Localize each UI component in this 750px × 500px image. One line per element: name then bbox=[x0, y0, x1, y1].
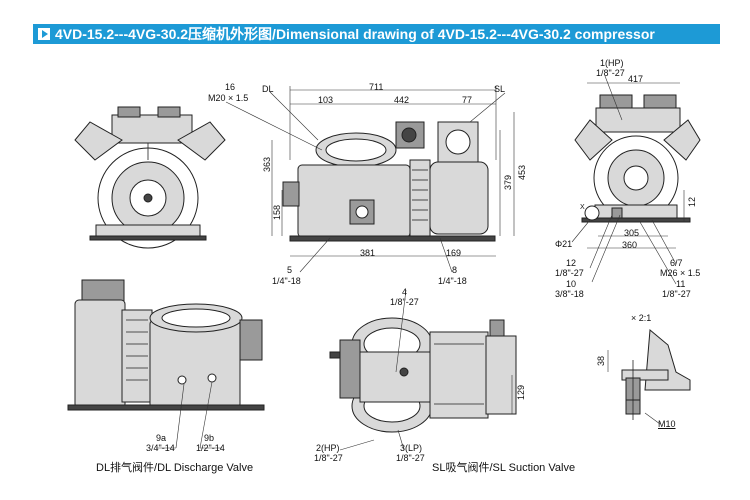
dim-305: 305 bbox=[624, 228, 640, 238]
label-4-thread: 1/8"-27 bbox=[390, 297, 419, 307]
label-m26: M26 × 1.5 bbox=[660, 268, 701, 278]
label-4: 4 bbox=[402, 287, 408, 297]
dim-381: 381 bbox=[360, 248, 376, 258]
label-m10: M10 bbox=[658, 419, 676, 429]
dim-103: 103 bbox=[318, 95, 334, 105]
dim-379: 379 bbox=[503, 174, 513, 190]
dim-453: 453 bbox=[517, 164, 527, 180]
label-dl: DL bbox=[262, 84, 274, 94]
label-phi21: Φ21 bbox=[555, 239, 573, 249]
label-9a: 9a bbox=[156, 433, 167, 443]
label-5: 5 bbox=[287, 265, 293, 275]
suction-valve-drawing bbox=[329, 289, 517, 451]
title-banner: 4VD-15.2---4VG-30.2压缩机外形图/Dimensional dr… bbox=[33, 24, 720, 44]
label-11: 11 bbox=[676, 279, 686, 289]
label-12: 12 bbox=[566, 258, 577, 268]
discharge-valve-caption: DL排气阀件/DL Discharge Valve bbox=[96, 462, 254, 474]
label-3lp: 3(LP) bbox=[400, 443, 423, 453]
label-1hp: 1(HP) bbox=[600, 58, 624, 68]
discharge-valve-drawing bbox=[67, 279, 265, 449]
label-16: 16 bbox=[225, 82, 236, 92]
label-x: X bbox=[580, 204, 585, 211]
dim-363: 363 bbox=[262, 156, 272, 172]
end-view-drawing bbox=[571, 75, 701, 285]
dim-169: 169 bbox=[446, 248, 462, 258]
label-8: 8 bbox=[452, 265, 458, 275]
label-sl: SL bbox=[494, 84, 506, 94]
label-11-thread: 1/8"-27 bbox=[662, 289, 691, 299]
label-9b-thread: 1/2"-14 bbox=[196, 443, 225, 453]
label-12-thread: 1/8"-27 bbox=[555, 268, 584, 278]
label-3lp-thread: 1/8"-27 bbox=[396, 453, 425, 463]
play-icon bbox=[38, 28, 50, 40]
label-8-thread: 1/4"-18 bbox=[438, 276, 467, 286]
dim-417: 417 bbox=[628, 74, 644, 84]
dim-77: 77 bbox=[462, 95, 473, 105]
front-view-drawing bbox=[74, 106, 226, 249]
label-2hp-thread: 1/8"-27 bbox=[314, 453, 343, 463]
side-view-drawing bbox=[225, 86, 515, 273]
dim-360: 360 bbox=[622, 240, 638, 250]
label-5-thread: 1/4"-18 bbox=[272, 276, 301, 286]
dim-158: 158 bbox=[272, 204, 282, 220]
dim-129: 129 bbox=[516, 384, 526, 400]
label-10: 10 bbox=[566, 279, 577, 289]
label-m20: M20 × 1.5 bbox=[208, 93, 249, 103]
label-6-7: 6/7 bbox=[670, 258, 683, 268]
label-2hp: 2(HP) bbox=[316, 443, 340, 453]
label-scale: × 2:1 bbox=[631, 313, 652, 323]
suction-valve-caption: SL吸气阀件/SL Suction Valve bbox=[432, 462, 576, 474]
dim-442: 442 bbox=[394, 95, 410, 105]
label-9b: 9b bbox=[204, 433, 215, 443]
dim-38: 38 bbox=[596, 355, 606, 366]
dim-12-right: 12 bbox=[687, 196, 697, 207]
detail-view-drawing bbox=[607, 329, 691, 425]
label-1hp-thread: 1/8"-27 bbox=[596, 68, 625, 78]
label-9a-thread: 3/4"-14 bbox=[146, 443, 175, 453]
label-10-thread: 3/8"-18 bbox=[555, 289, 584, 299]
page-title: 4VD-15.2---4VG-30.2压缩机外形图/Dimensional dr… bbox=[55, 26, 655, 42]
dim-711: 711 bbox=[369, 82, 384, 92]
